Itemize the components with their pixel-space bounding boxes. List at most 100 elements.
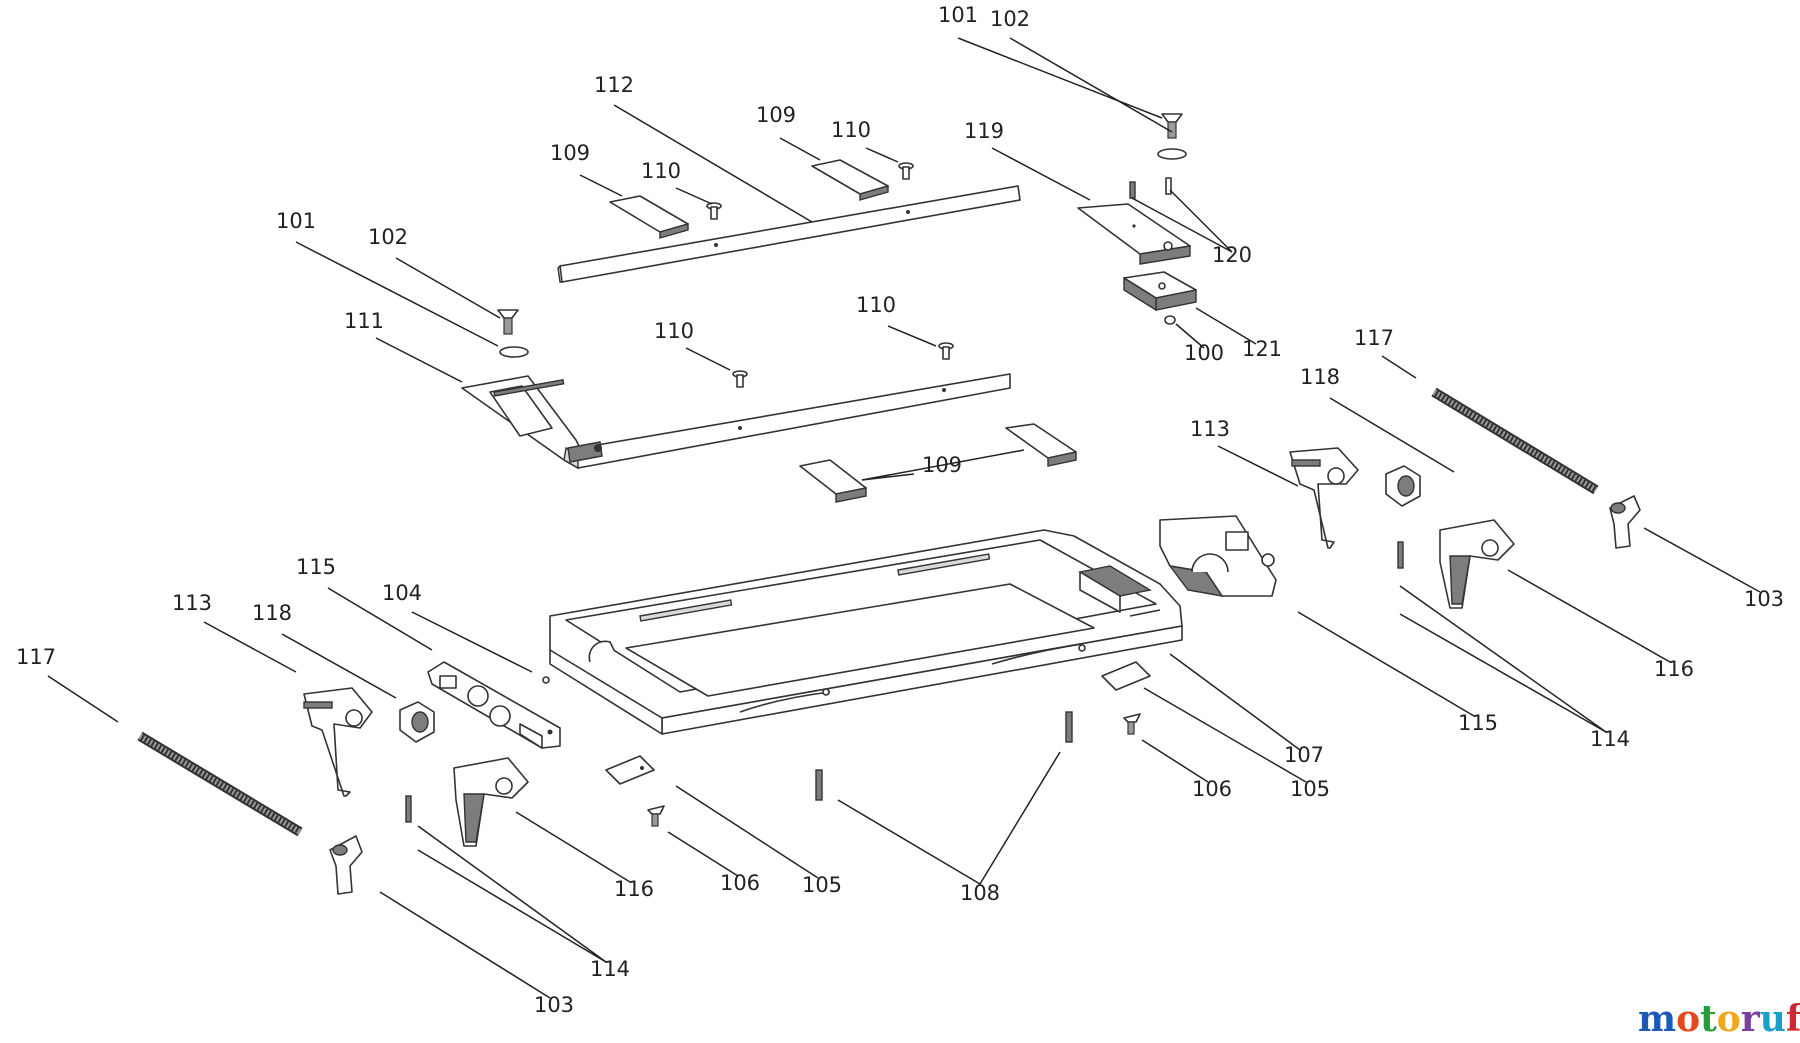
callout-label-108: 108 <box>960 881 1000 905</box>
watermark-letter: t <box>1700 998 1717 1040</box>
callout-leader <box>295 241 499 347</box>
pad-109-top-right <box>811 159 889 201</box>
nut-100 <box>1164 315 1176 325</box>
callout-label-116: 116 <box>614 877 654 901</box>
screw-110-c <box>732 370 748 388</box>
callout-leader <box>1143 687 1307 783</box>
callout-leader <box>1329 397 1455 473</box>
callout-label-105: 105 <box>802 873 842 897</box>
screw-106-right <box>1123 713 1141 735</box>
screw-101-left <box>497 309 519 335</box>
callout-label-116: 116 <box>1654 657 1694 681</box>
callout-leader <box>281 633 397 699</box>
ball-104-dot <box>542 676 550 684</box>
callout-leader <box>991 147 1091 201</box>
callout-leader <box>1141 739 1209 783</box>
jaw-116-right <box>1439 519 1515 609</box>
callout-label-103: 103 <box>1744 587 1784 611</box>
screw-110-d <box>938 342 954 360</box>
callout-leader <box>579 174 623 197</box>
watermark-letter: o <box>1676 998 1701 1040</box>
callout-leader <box>861 473 915 481</box>
callout-label-113: 113 <box>1190 417 1230 441</box>
watermark-letter: r <box>1740 998 1760 1040</box>
pad-109-top-left <box>609 195 689 239</box>
callout-leader <box>47 675 119 723</box>
callout-leader <box>1399 585 1607 733</box>
screw-110-b <box>898 162 914 180</box>
callout-label-104: 104 <box>382 581 422 605</box>
callout-leader <box>837 799 981 885</box>
callout-leader <box>675 187 713 205</box>
callout-leader <box>327 587 433 651</box>
callout-leader <box>1507 569 1671 663</box>
washer-102-top <box>1157 148 1187 160</box>
callout-label-106: 106 <box>720 871 760 895</box>
callout-label-114: 114 <box>1590 727 1630 751</box>
callout-label-110: 110 <box>856 293 896 317</box>
watermark-letter: m <box>1638 998 1677 1040</box>
callout-leader <box>957 37 1163 119</box>
wing-nut-103-left <box>329 835 363 895</box>
callout-label-109: 109 <box>756 103 796 127</box>
callout-leader <box>417 825 607 963</box>
callout-leader <box>1195 307 1257 345</box>
callout-label-110: 110 <box>831 118 871 142</box>
washer-102-left <box>499 346 529 358</box>
plate-119 <box>1077 203 1191 265</box>
callout-leader <box>1381 355 1417 379</box>
callout-leader <box>1169 189 1233 253</box>
sleeve-118-left <box>399 701 435 743</box>
callout-label-109: 109 <box>550 141 590 165</box>
callout-label-114: 114 <box>590 957 630 981</box>
pin-114-left <box>405 795 412 823</box>
callout-leader <box>1131 197 1233 253</box>
callout-label-106: 106 <box>1192 777 1232 801</box>
pin-108-right <box>1065 711 1073 743</box>
cam-105-right <box>1101 661 1151 691</box>
callout-leader <box>411 611 533 673</box>
pin-108-left <box>815 769 823 801</box>
callout-leader <box>685 347 731 371</box>
callout-label-118: 118 <box>252 601 292 625</box>
callout-label-115: 115 <box>296 555 336 579</box>
wing-nut-103-right <box>1609 495 1641 549</box>
screw-110-a <box>706 202 722 220</box>
callout-leader <box>417 849 607 963</box>
callout-label-100: 100 <box>1184 341 1224 365</box>
callout-leader <box>1009 37 1173 133</box>
angle-fence-111 <box>461 373 1011 470</box>
callout-leader <box>515 811 631 883</box>
pad-109-bottom-right <box>1005 423 1077 467</box>
callout-label-111: 111 <box>344 309 384 333</box>
callout-label-119: 119 <box>964 119 1004 143</box>
callout-leader <box>375 337 463 383</box>
screw-101-top <box>1161 113 1183 139</box>
callout-leader <box>1643 527 1761 593</box>
screw-106-left <box>647 805 665 827</box>
callout-leader <box>1175 323 1205 349</box>
watermark-letter: o <box>1716 998 1741 1040</box>
callout-label-118: 118 <box>1300 365 1340 389</box>
rod-117-left <box>137 731 303 837</box>
callout-leader <box>1399 613 1607 733</box>
callout-leader <box>613 104 813 223</box>
callout-leader <box>1217 445 1299 487</box>
callout-leader <box>887 325 937 347</box>
callout-leader <box>675 785 819 879</box>
jaw-113-right <box>1289 447 1359 549</box>
callout-label-101: 101 <box>276 209 316 233</box>
callout-label-101: 101 <box>938 3 978 27</box>
rail-block-104 <box>427 661 561 749</box>
callout-label-120: 120 <box>1212 243 1252 267</box>
rail-bar-112 <box>557 185 1021 283</box>
callout-label-102: 102 <box>368 225 408 249</box>
watermark-letter: f <box>1785 998 1800 1040</box>
pins-120 <box>1129 177 1172 199</box>
callout-label-110: 110 <box>641 159 681 183</box>
callout-label-110: 110 <box>654 319 694 343</box>
callout-label-105: 105 <box>1290 777 1330 801</box>
callout-label-112: 112 <box>594 73 634 97</box>
